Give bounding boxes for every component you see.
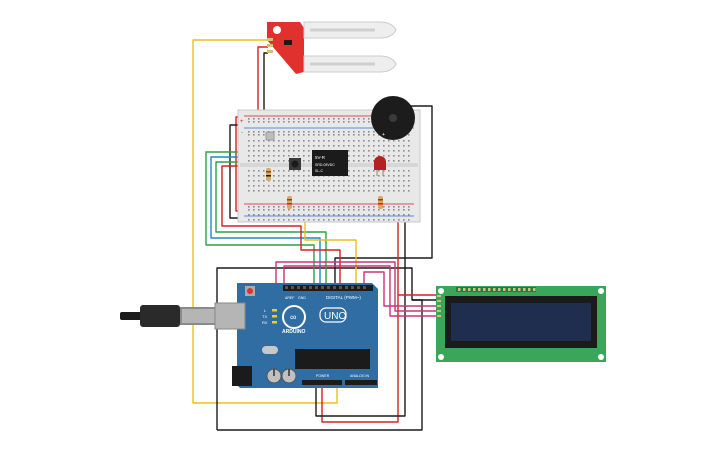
- wire-magenta-3: [363, 271, 440, 307]
- wire-yellow-sensor: [192, 39, 338, 404]
- tx-label: TX: [262, 314, 267, 319]
- power-jack: [232, 366, 252, 386]
- rx-label: RX: [262, 320, 268, 325]
- wire-black-power: [315, 222, 406, 417]
- wire-black-buzzer: [334, 105, 433, 285]
- usb-cable-icon: [120, 305, 218, 327]
- led-icon: [374, 156, 386, 176]
- l-label: L: [264, 308, 267, 313]
- power-header: [302, 380, 342, 385]
- wire-magenta-1: [275, 261, 440, 312]
- wire-red-power: [321, 222, 399, 423]
- usb-port: [214, 302, 246, 330]
- rail-minus-label: -: [241, 130, 243, 136]
- arduino-uno: DIGITAL (PWM~) AREF GND L TX RX ∞ ARDUIN…: [214, 283, 378, 388]
- relay-line1: 5V-R: [315, 155, 326, 160]
- sensor-small: [265, 131, 275, 141]
- relay-line2: SRD-05VDC: [315, 163, 335, 167]
- wire-red-sensor: [257, 46, 268, 117]
- resistor-3: [378, 196, 383, 209]
- atmega-chip: [295, 349, 370, 369]
- lcd-16x2: [436, 286, 606, 362]
- pushbutton-icon[interactable]: [289, 158, 301, 170]
- buzzer-icon: +: [371, 96, 415, 140]
- wire-magenta-2: [283, 265, 440, 317]
- power-label: POWER: [316, 374, 330, 378]
- relay-line3: SL-C: [315, 169, 323, 173]
- rail-plus-label: +: [240, 119, 244, 125]
- wire-blue-1: [210, 156, 321, 285]
- soil-moisture-sensor: [267, 21, 397, 74]
- arduino-logo-icon: [282, 305, 306, 329]
- resistor-1: [266, 168, 271, 181]
- resistor-2: [287, 196, 292, 209]
- analog-label: ANALOG IN: [350, 374, 370, 378]
- aref-label: AREF: [285, 296, 294, 300]
- svg-text:∞: ∞: [290, 312, 296, 322]
- arduino-logo-text: ARDUINO: [282, 329, 305, 335]
- lcd-screen: [451, 303, 591, 341]
- svg-text:+: +: [382, 132, 385, 138]
- gnd-label: GND: [298, 296, 306, 300]
- wire-green-1: [205, 151, 315, 285]
- relay: 5V-R SRD-05VDC SL-C: [312, 150, 348, 176]
- analog-header: [345, 380, 377, 385]
- wire-black-sensor: [263, 52, 268, 125]
- wire-red-3: [221, 165, 341, 285]
- uno-label: UNO: [324, 311, 346, 322]
- digital-label: DIGITAL (PWM~): [326, 295, 361, 300]
